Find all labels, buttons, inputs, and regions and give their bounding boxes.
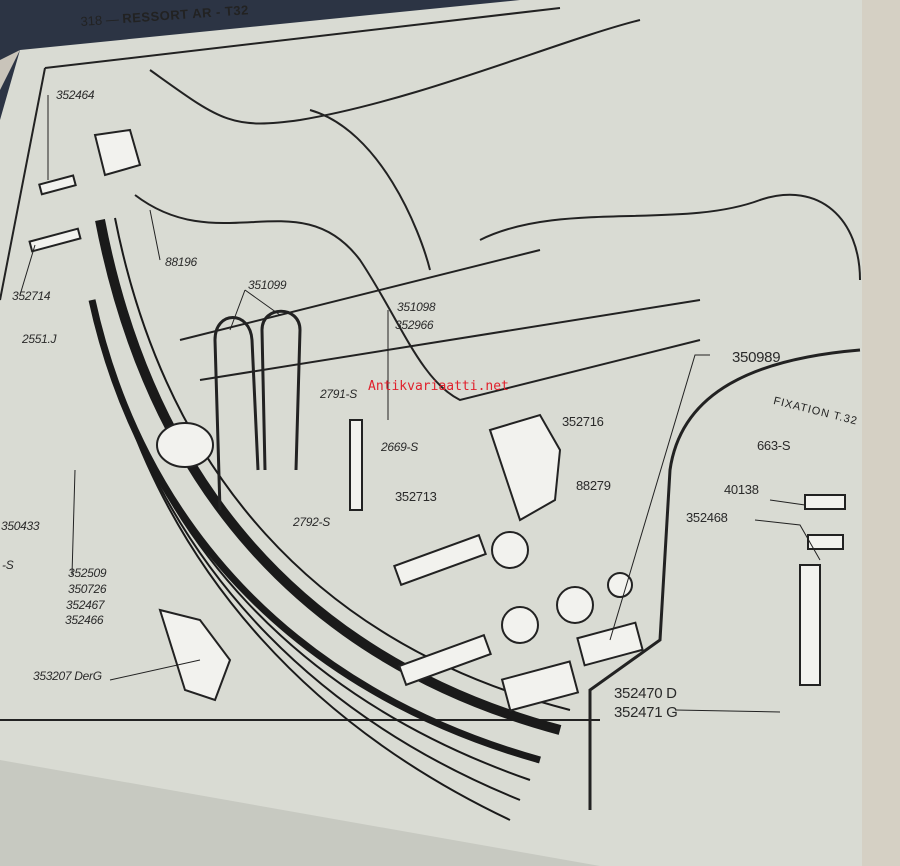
part-label: 352713 <box>395 489 437 504</box>
page-number: 318 — <box>80 11 120 29</box>
part-label: 88196 <box>165 255 197 269</box>
part-label: 2791-S <box>320 387 357 401</box>
part-label: 351099 <box>248 278 287 292</box>
part-label: 663-S <box>757 438 791 453</box>
part-label: 88279 <box>576 478 611 493</box>
watermark: Antikvariaatti.net <box>368 379 509 394</box>
part-label: 352471 G <box>614 704 678 721</box>
part-label: -S <box>2 558 14 572</box>
part-label: 352966 <box>395 318 434 332</box>
part-label: 40138 <box>724 482 759 497</box>
part-label: 351098 <box>397 300 436 314</box>
part-label: 352468 <box>686 510 728 525</box>
leader-lines <box>19 95 821 713</box>
part-label: 352470 D <box>614 685 677 702</box>
next-page-edge <box>862 0 900 866</box>
part-label: 352467 <box>66 598 105 612</box>
dark-background-corner <box>0 0 520 120</box>
part-label: 352509 <box>68 566 107 580</box>
leaf-spring <box>88 217 571 821</box>
part-label: 2551.J <box>22 332 57 346</box>
part-label: 352464 <box>56 88 95 102</box>
diagram-linework <box>0 7 861 810</box>
part-label: 350433 <box>1 519 40 533</box>
u-bolts <box>213 309 302 511</box>
part-label: 350989 <box>732 349 781 366</box>
part-label: 352714 <box>12 289 51 303</box>
small-parts <box>28 128 846 712</box>
part-label: 350726 <box>68 582 107 596</box>
part-label: 352716 <box>562 414 604 429</box>
part-label: 353207 DerG <box>33 669 102 683</box>
part-label: 352466 <box>65 613 104 627</box>
part-label: 2669-S <box>381 440 418 454</box>
part-label: 2792-S <box>293 515 330 529</box>
